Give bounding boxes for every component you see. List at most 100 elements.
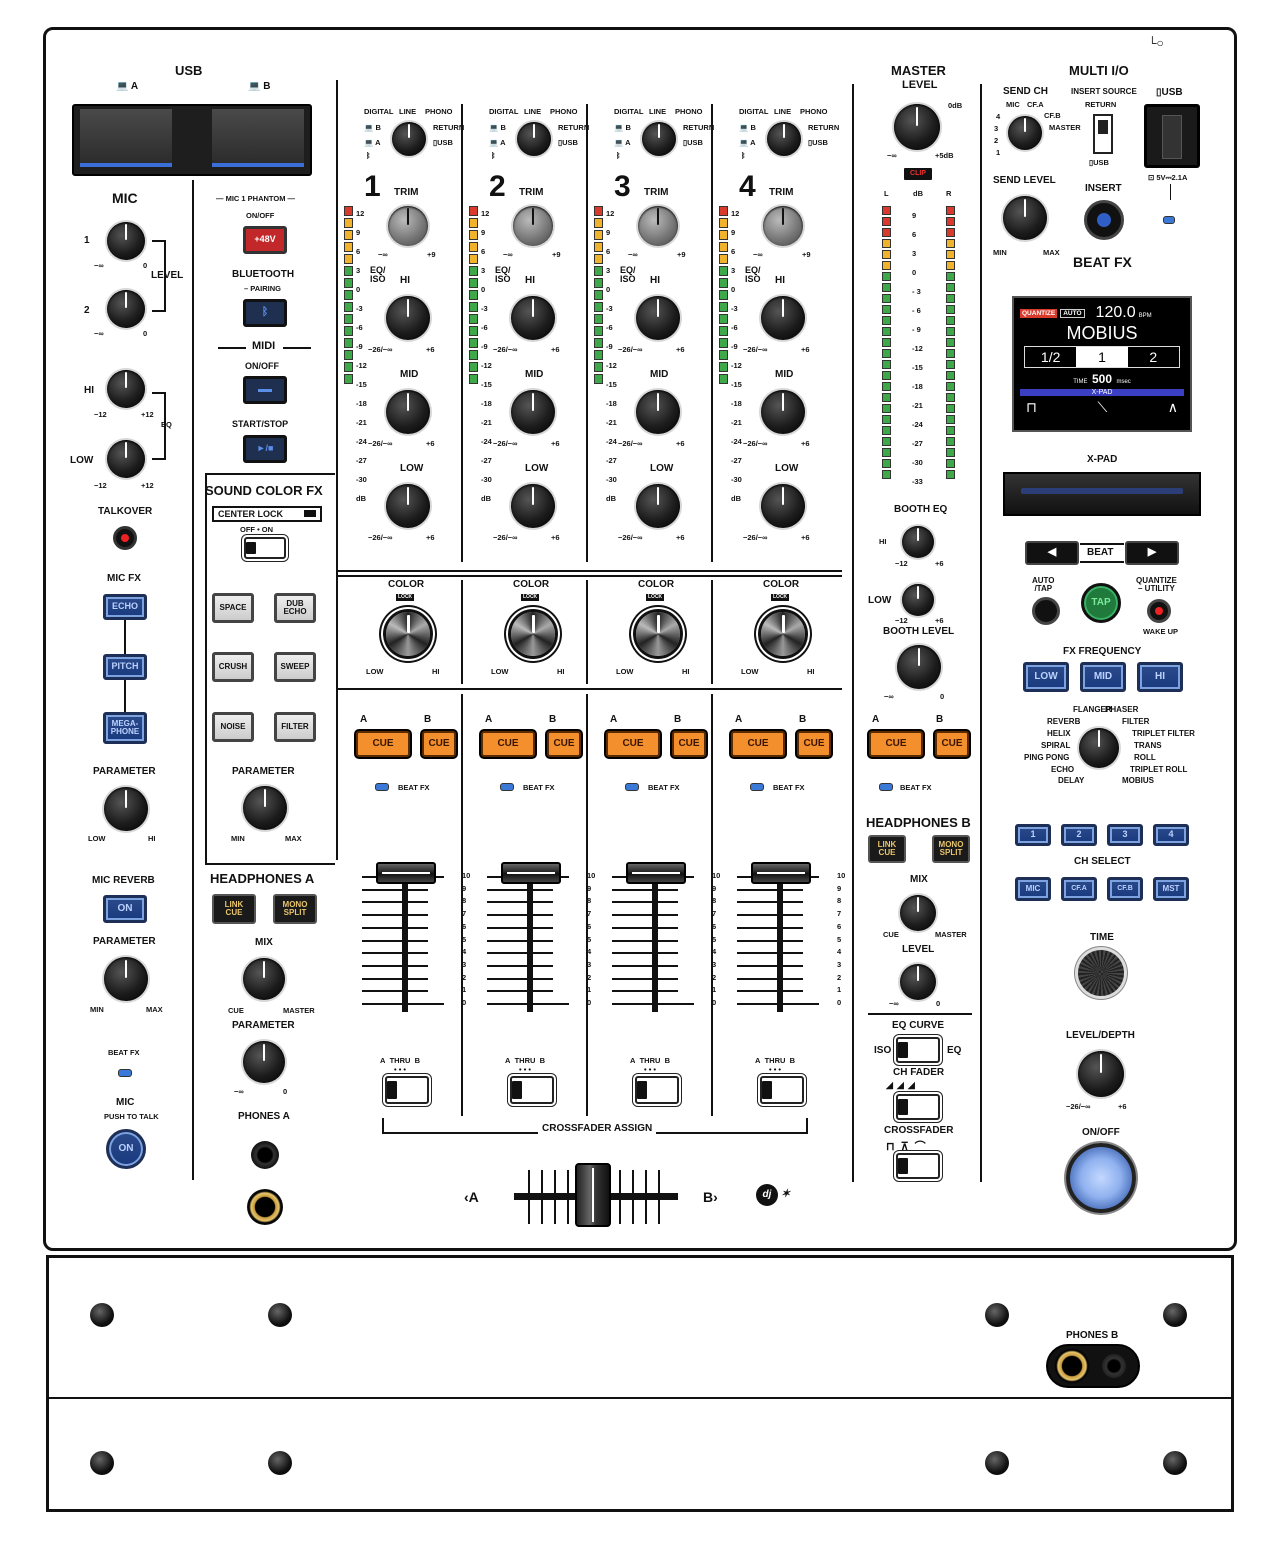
headphones-a-parameter-knob[interactable] xyxy=(243,1041,285,1083)
headphones-b-mono-split-button[interactable]: MONO SPLIT xyxy=(932,835,970,863)
level-depth-knob[interactable] xyxy=(1078,1051,1124,1097)
cue-a-button[interactable]: CUE xyxy=(356,731,410,757)
eq-hi-knob[interactable] xyxy=(511,296,555,340)
crossfader-assign-switch[interactable] xyxy=(635,1076,679,1104)
beat-right-button[interactable]: ▶ xyxy=(1125,541,1179,565)
eq-mid-knob[interactable] xyxy=(636,390,680,434)
ch-fader-curve-switch[interactable] xyxy=(896,1094,940,1120)
fx-frequency-low-button[interactable]: LOW xyxy=(1023,662,1069,692)
crossfader-cap[interactable] xyxy=(575,1163,611,1227)
send-ch-selector-knob[interactable] xyxy=(1008,116,1042,150)
sound-color-filter-button[interactable]: FILTER xyxy=(274,712,316,742)
mic-fx-pitch-button[interactable]: PITCH xyxy=(103,654,147,680)
usb-port-a[interactable] xyxy=(80,109,172,167)
sound-color-parameter-knob[interactable] xyxy=(243,786,287,830)
sound-color-sweep-button[interactable]: SWEEP xyxy=(274,652,316,682)
cue-a-button[interactable]: CUE xyxy=(731,731,785,757)
channel-fader-cap[interactable] xyxy=(626,862,686,884)
talkover-button[interactable] xyxy=(113,526,137,550)
sound-color-noise-button[interactable]: NOISE xyxy=(212,712,254,742)
eq-curve-switch[interactable] xyxy=(896,1037,940,1063)
crossfader-assign-switch[interactable] xyxy=(510,1076,554,1104)
mic-low-knob[interactable] xyxy=(107,440,145,478)
insert-source-switch[interactable] xyxy=(1093,114,1113,154)
sound-color-dub-echo-button[interactable]: DUB ECHO xyxy=(274,593,316,623)
eq-low-knob[interactable] xyxy=(636,484,680,528)
xpad-touch-strip[interactable] xyxy=(1003,472,1201,516)
headphones-a-link-cue-button[interactable]: LINK CUE xyxy=(212,894,256,924)
booth-eq-hi-knob[interactable] xyxy=(902,526,934,558)
trim-knob[interactable] xyxy=(763,206,803,246)
ch-select-1-button[interactable]: 1 xyxy=(1015,824,1051,846)
channel-fader-cap[interactable] xyxy=(751,862,811,884)
cue-b-button[interactable]: CUE xyxy=(547,731,581,757)
beat-left-button[interactable]: ◀ xyxy=(1025,541,1079,565)
crossfader-assign-switch[interactable] xyxy=(760,1076,804,1104)
phones-b-jack[interactable] xyxy=(1054,1348,1090,1384)
color-knob[interactable] xyxy=(511,612,555,656)
cue-b-button[interactable]: CUE xyxy=(672,731,706,757)
auto-tap-button[interactable] xyxy=(1032,597,1060,625)
mic-on-button[interactable]: ON xyxy=(106,1129,146,1169)
ch-select-3-button[interactable]: 3 xyxy=(1107,824,1143,846)
eq-low-knob[interactable] xyxy=(511,484,555,528)
eq-hi-knob[interactable] xyxy=(761,296,805,340)
ch-select-mic-button[interactable]: MIC xyxy=(1015,877,1051,901)
ch-select-4-button[interactable]: 4 xyxy=(1153,824,1189,846)
phones-a-mini-jack[interactable] xyxy=(251,1141,279,1169)
booth-eq-low-knob[interactable] xyxy=(902,584,934,616)
quantize-button[interactable] xyxy=(1147,599,1171,623)
bluetooth-pairing-button[interactable]: ᛒ xyxy=(243,299,287,327)
eq-hi-knob[interactable] xyxy=(636,296,680,340)
headphones-a-mono-split-button[interactable]: MONO SPLIT xyxy=(273,894,317,924)
headphones-b-mix-knob[interactable] xyxy=(900,895,936,931)
center-lock-switch[interactable] xyxy=(244,537,286,559)
trim-knob[interactable] xyxy=(513,206,553,246)
beat-fx-select-knob[interactable] xyxy=(1079,728,1119,768)
cue-b-button[interactable]: CUE xyxy=(797,731,831,757)
ch-select-2-button[interactable]: 2 xyxy=(1061,824,1097,846)
midi-onoff-button[interactable] xyxy=(243,376,287,404)
cue-b-button[interactable]: CUE xyxy=(422,731,456,757)
trim-knob[interactable] xyxy=(638,206,678,246)
eq-low-knob[interactable] xyxy=(761,484,805,528)
input-selector-knob[interactable] xyxy=(392,122,426,156)
booth-level-knob[interactable] xyxy=(897,645,941,689)
cue-a-button[interactable]: CUE xyxy=(606,731,660,757)
phones-a-jack[interactable] xyxy=(247,1189,283,1225)
input-selector-knob[interactable] xyxy=(767,122,801,156)
eq-mid-knob[interactable] xyxy=(511,390,555,434)
channel-fader-cap[interactable] xyxy=(501,862,561,884)
master-level-knob[interactable] xyxy=(894,104,940,150)
mic2-level-knob[interactable] xyxy=(107,290,145,328)
trim-knob[interactable] xyxy=(388,206,428,246)
time-encoder[interactable] xyxy=(1078,950,1124,996)
eq-mid-knob[interactable] xyxy=(761,390,805,434)
master-cue-a-button[interactable]: CUE xyxy=(869,731,923,757)
mic-fx-echo-button[interactable]: ECHO xyxy=(103,594,147,620)
input-selector-knob[interactable] xyxy=(517,122,551,156)
mic-fx-parameter-knob[interactable] xyxy=(104,787,148,831)
ch-select-mst-button[interactable]: MST xyxy=(1153,877,1189,901)
sound-color-crush-button[interactable]: CRUSH xyxy=(212,652,254,682)
ch-select-cfa-button[interactable]: CF.A xyxy=(1061,877,1097,901)
headphones-b-level-knob[interactable] xyxy=(900,964,936,1000)
phones-b-mini-jack[interactable] xyxy=(1102,1354,1126,1378)
color-knob[interactable] xyxy=(761,612,805,656)
beat-fx-onoff-button[interactable] xyxy=(1066,1143,1136,1213)
channel-fader-cap[interactable] xyxy=(376,862,436,884)
eq-low-knob[interactable] xyxy=(386,484,430,528)
fx-frequency-mid-button[interactable]: MID xyxy=(1080,662,1126,692)
usb-charge-port[interactable] xyxy=(1144,104,1200,168)
headphones-b-link-cue-button[interactable]: LINK CUE xyxy=(868,835,906,863)
phantom-48v-button[interactable]: +48V xyxy=(243,226,287,254)
headphones-a-mix-knob[interactable] xyxy=(243,958,285,1000)
cue-a-button[interactable]: CUE xyxy=(481,731,535,757)
sound-color-space-button[interactable]: SPACE xyxy=(212,593,254,623)
mic-hi-knob[interactable] xyxy=(107,370,145,408)
fx-frequency-hi-button[interactable]: HI xyxy=(1137,662,1183,692)
input-selector-knob[interactable] xyxy=(642,122,676,156)
mic1-level-knob[interactable] xyxy=(107,222,145,260)
send-level-knob[interactable] xyxy=(1003,196,1047,240)
master-cue-b-button[interactable]: CUE xyxy=(935,731,969,757)
